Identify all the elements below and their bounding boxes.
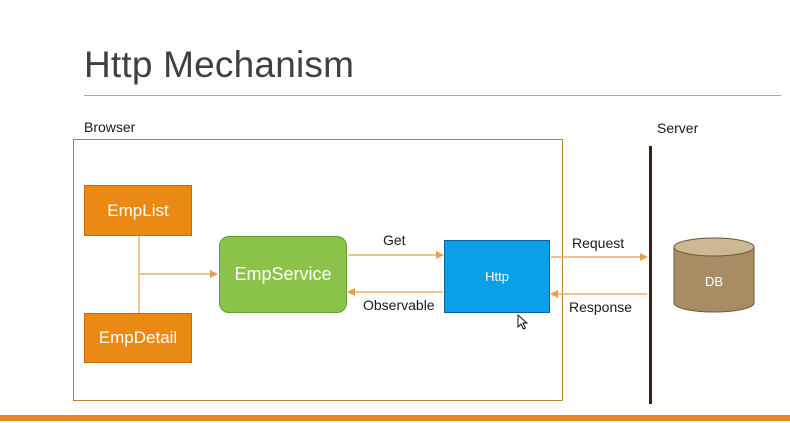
mouse-cursor-icon bbox=[517, 313, 529, 330]
title-divider bbox=[84, 95, 781, 96]
emplist-node: EmpList bbox=[84, 185, 192, 236]
get-label: Get bbox=[383, 232, 406, 248]
http-node: Http bbox=[444, 240, 550, 313]
observable-label: Observable bbox=[363, 297, 435, 313]
server-boundary-line bbox=[649, 146, 652, 404]
footer-accent-bar bbox=[0, 415, 790, 421]
db-label: DB bbox=[704, 274, 724, 289]
browser-label: Browser bbox=[84, 119, 136, 135]
empdetail-node: EmpDetail bbox=[84, 313, 192, 363]
request-label: Request bbox=[572, 235, 625, 251]
response-label: Response bbox=[569, 299, 633, 315]
db-cylinder bbox=[673, 237, 755, 313]
server-label: Server bbox=[657, 120, 699, 136]
page-title: Http Mechanism bbox=[84, 44, 355, 85]
browser-container bbox=[73, 139, 563, 401]
empservice-node: EmpService bbox=[219, 236, 347, 313]
